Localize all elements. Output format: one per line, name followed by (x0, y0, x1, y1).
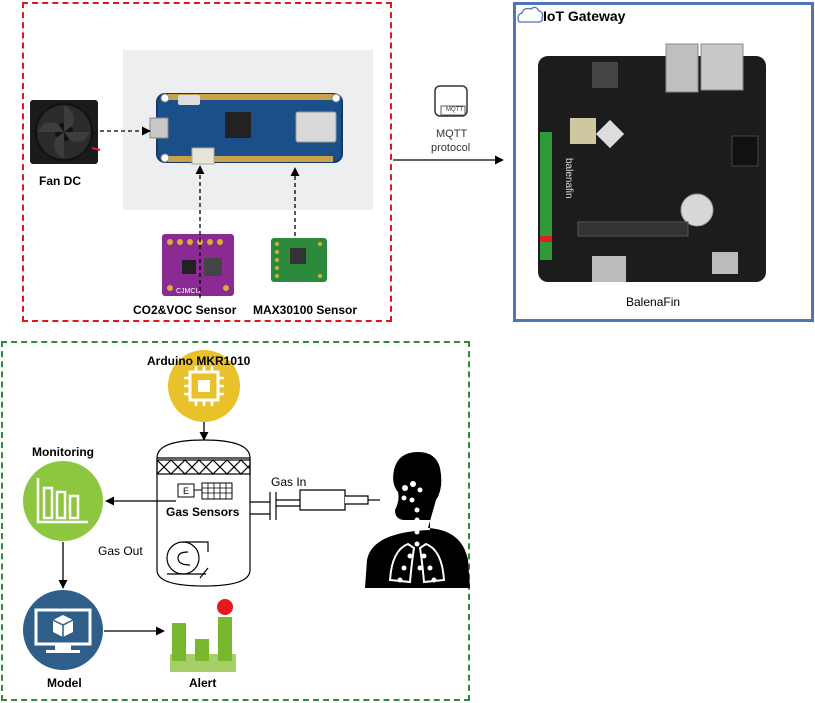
fan-label: Fan DC (39, 174, 81, 188)
iot-gateway-panel (513, 2, 814, 322)
max-sensor-label: MAX30100 Sensor (253, 303, 358, 317)
gateway-title: IoT Gateway (543, 8, 626, 24)
monitoring-label: Monitoring (32, 445, 94, 459)
mqtt-icon-text: MQTT (446, 107, 463, 113)
gas-sensors-label: Gas Sensors (166, 505, 240, 519)
gas-in-label: Gas In (271, 475, 307, 489)
alert-label: Alert (189, 676, 217, 690)
gas-out-label: Gas Out (98, 544, 143, 558)
co2-sensor-label: CO2&VOC Sensor (133, 303, 237, 317)
sensor-node-group (22, 2, 392, 322)
process-flow-group (1, 341, 470, 701)
balenafin-label: BalenaFin (626, 295, 681, 309)
arduino-label: Arduino MKR1010 (147, 354, 251, 368)
protocol-label: protocol (431, 142, 471, 154)
model-label: Model (47, 676, 82, 690)
arduino-board-background (123, 50, 373, 210)
mqtt-label: MQTT (436, 128, 468, 140)
